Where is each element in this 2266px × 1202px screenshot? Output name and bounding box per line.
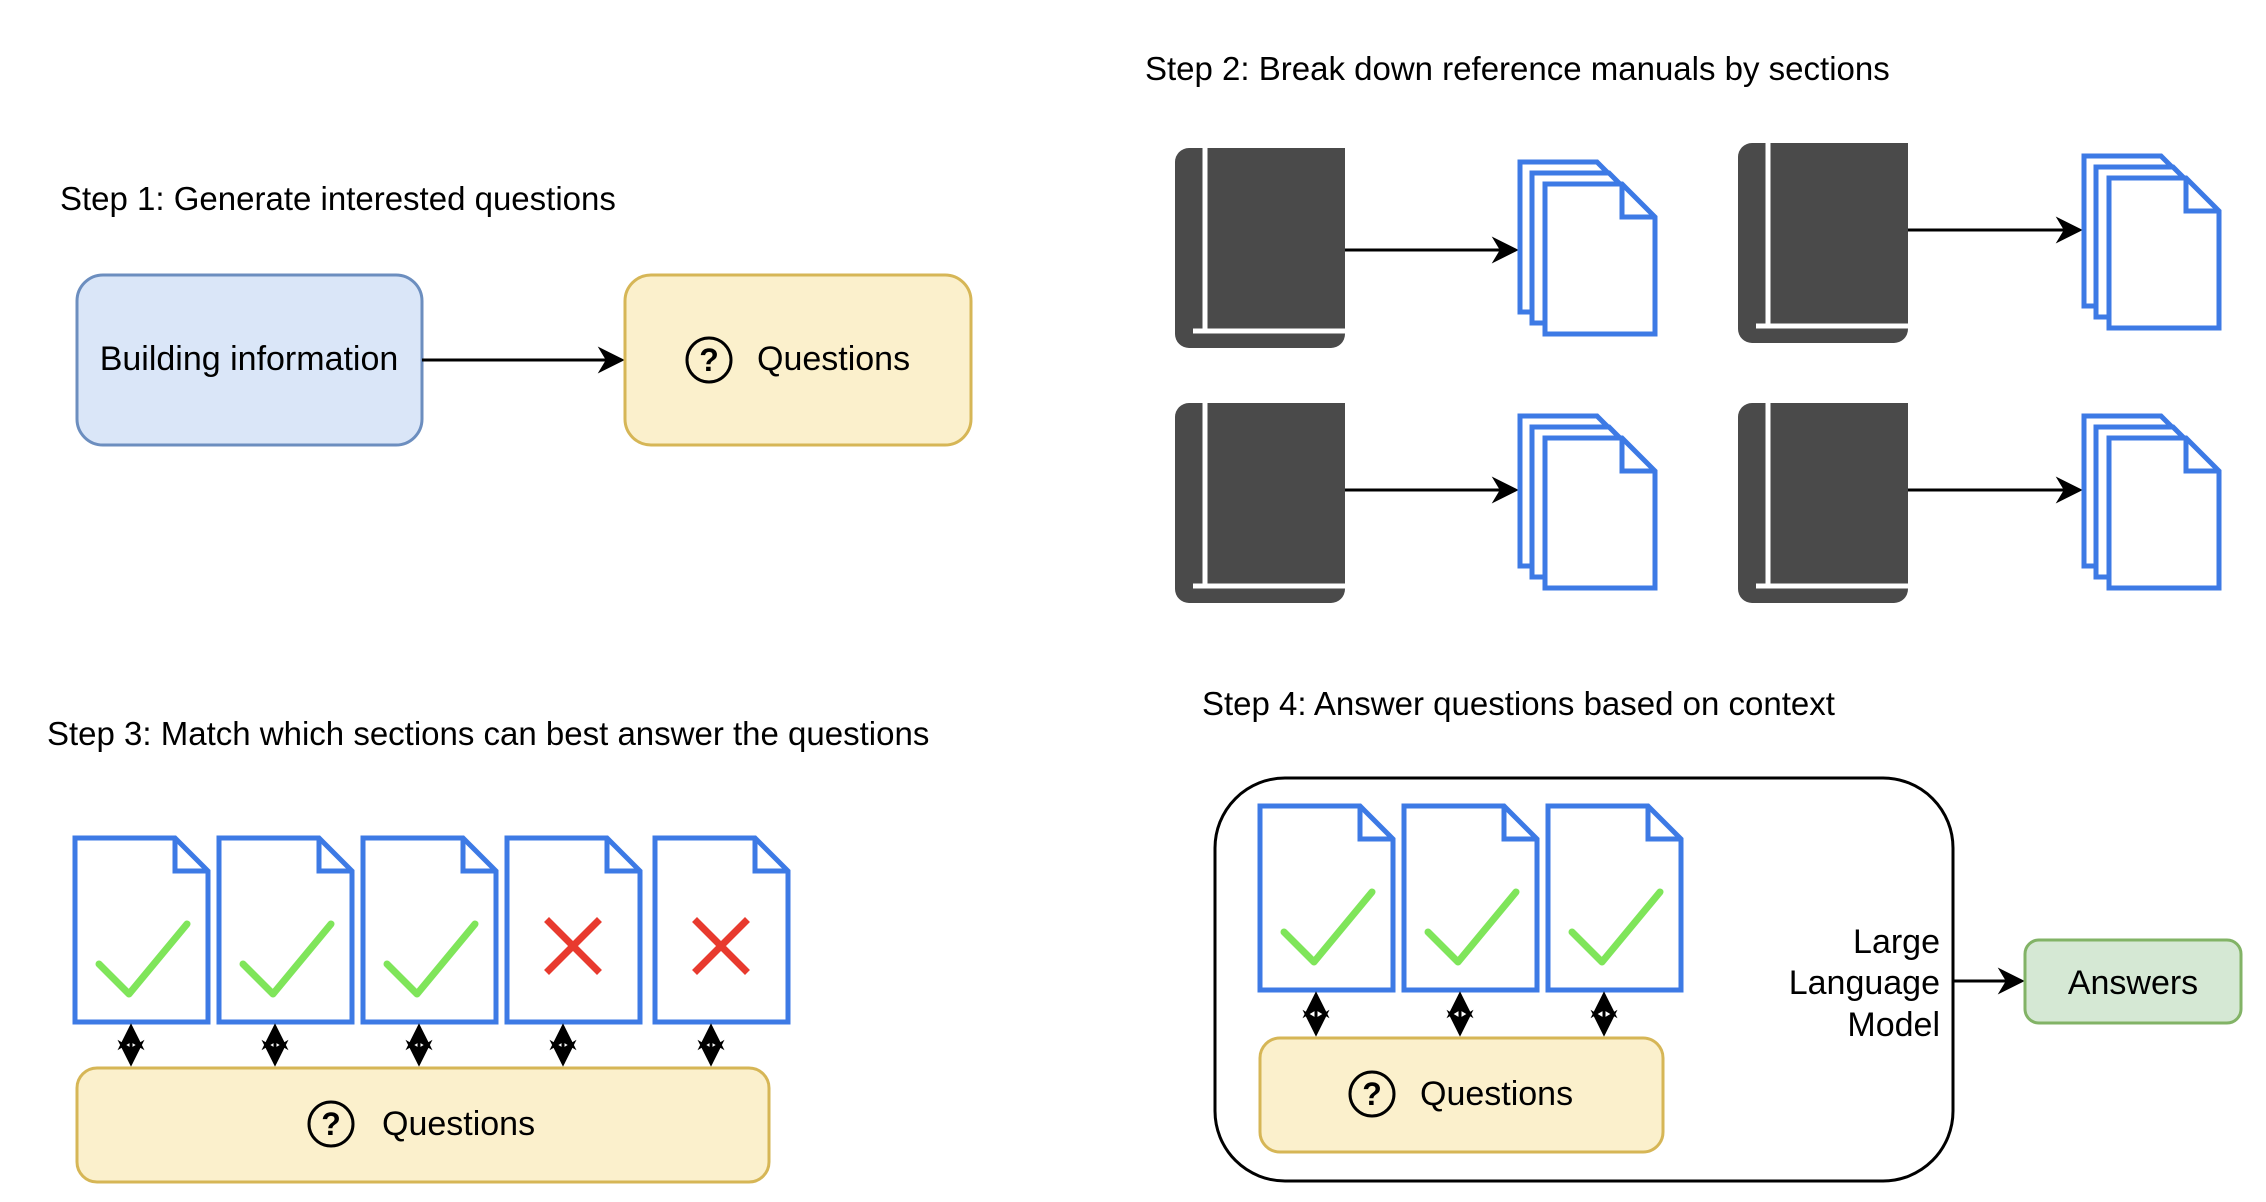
step3-questions-label: Questions bbox=[382, 1105, 535, 1143]
step3-title: Step 3: Match which sections can best an… bbox=[47, 715, 929, 752]
step4-questions-box: ? Questions bbox=[1258, 1036, 1665, 1154]
question-icon: ? bbox=[1348, 1070, 1396, 1118]
step4-section-3 bbox=[1548, 806, 1681, 1037]
llm-label-line3: Model bbox=[1847, 1006, 1940, 1044]
step4-documents bbox=[1260, 806, 1681, 1037]
document-icon bbox=[507, 838, 640, 1022]
manual-row-2-left bbox=[1175, 403, 1655, 603]
step3-section-5 bbox=[655, 838, 788, 1067]
book-icon bbox=[1738, 143, 1908, 343]
book-icon bbox=[1175, 148, 1345, 348]
building-information-box: Building information bbox=[75, 273, 424, 447]
step3-section-4 bbox=[507, 838, 640, 1067]
document-icon bbox=[1260, 806, 1393, 990]
llm-label-line1: Large bbox=[1853, 923, 1940, 961]
document-stack-icon bbox=[2084, 416, 2219, 588]
manual-row-2-right bbox=[1738, 403, 2219, 603]
step3-section-2 bbox=[219, 838, 352, 1067]
step1-questions-box: ? Questions bbox=[623, 273, 973, 447]
svg-text:?: ? bbox=[1362, 1076, 1382, 1112]
step4-title: Step 4: Answer questions based on contex… bbox=[1202, 685, 1835, 722]
book-icon bbox=[1738, 403, 1908, 603]
document-icon bbox=[1404, 806, 1537, 990]
building-information-label: Building information bbox=[100, 340, 399, 378]
document-stack-icon bbox=[1520, 416, 1655, 588]
document-icon bbox=[75, 838, 208, 1022]
step3-section-1 bbox=[75, 838, 208, 1067]
document-icon bbox=[655, 838, 788, 1022]
answers-label: Answers bbox=[2068, 964, 2198, 1002]
document-stack-icon bbox=[2084, 156, 2219, 328]
svg-text:?: ? bbox=[321, 1106, 341, 1142]
step3-section-3 bbox=[363, 838, 496, 1067]
step1-title: Step 1: Generate interested questions bbox=[60, 180, 616, 217]
step4-section-1 bbox=[1260, 806, 1393, 1037]
question-icon: ? bbox=[307, 1100, 355, 1148]
step3-documents bbox=[75, 838, 788, 1067]
question-icon: ? bbox=[685, 336, 733, 384]
document-icon bbox=[219, 838, 352, 1022]
llm-label: Large Language Model bbox=[1789, 923, 1940, 1044]
book-icon bbox=[1175, 403, 1345, 603]
svg-text:?: ? bbox=[699, 342, 719, 378]
step2-title: Step 2: Break down reference manuals by … bbox=[1145, 50, 1890, 87]
step3-questions-box: ? Questions bbox=[75, 1066, 771, 1184]
document-icon bbox=[1548, 806, 1681, 990]
step4-questions-label: Questions bbox=[1420, 1075, 1573, 1113]
manual-row-1-left bbox=[1175, 148, 1655, 348]
step1-questions-label: Questions bbox=[757, 340, 910, 378]
step4-section-2 bbox=[1404, 806, 1537, 1037]
document-stack-icon bbox=[1520, 162, 1655, 334]
answers-box: Answers bbox=[2023, 938, 2243, 1025]
llm-label-line2: Language bbox=[1789, 964, 1940, 1002]
document-icon bbox=[363, 838, 496, 1022]
manual-row-1-right bbox=[1738, 143, 2219, 343]
